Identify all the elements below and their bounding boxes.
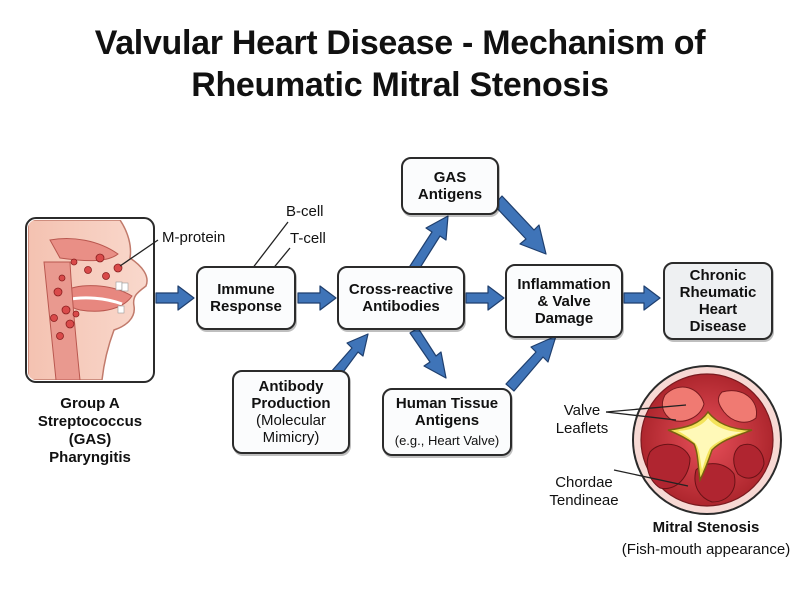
arrow-pharynx-to-immune bbox=[155, 285, 195, 311]
arrow-cross-to-inflammation bbox=[465, 285, 505, 311]
label-line: Tendineae bbox=[549, 492, 619, 509]
chordae-leader bbox=[613, 469, 689, 487]
gas-antigens-box: GAS Antigens bbox=[401, 157, 499, 215]
title-line-1: Valvular Heart Disease - Mechanism of bbox=[94, 24, 706, 62]
box-line: Chronic bbox=[689, 267, 747, 284]
mitral-stenosis-caption: Mitral Stenosis (Fish-mouth appearance) bbox=[608, 519, 800, 559]
box-line: Antigens bbox=[417, 186, 483, 203]
arrow-inflammation-to-chronic bbox=[623, 285, 661, 311]
box-line: Antigens bbox=[414, 412, 480, 429]
caption-line: Pharyngitis bbox=[49, 449, 131, 466]
page-title: Valvular Heart Disease - Mechanism of Rh… bbox=[0, 22, 800, 106]
arrow-human-to-inflammation bbox=[505, 335, 557, 392]
box-line: Antibodies bbox=[362, 298, 440, 315]
box-line: Disease bbox=[689, 318, 747, 335]
box-line: Human Tissue bbox=[395, 395, 499, 412]
box-line: Response bbox=[210, 298, 282, 315]
caption-line: (GAS) bbox=[68, 431, 112, 448]
box-line: & Valve bbox=[537, 292, 591, 310]
immune-response-box: Immune Response bbox=[196, 266, 296, 330]
cross-reactive-antibodies-box: Cross-reactive Antibodies bbox=[337, 266, 465, 330]
box-line: Damage bbox=[534, 309, 594, 327]
b-cell-label: B-cell bbox=[286, 203, 324, 220]
arrow-cross-to-gas bbox=[409, 215, 449, 272]
box-line: (Molecular bbox=[255, 412, 327, 429]
arrow-gas-to-inflammation bbox=[493, 195, 547, 255]
box-line: GAS bbox=[433, 169, 467, 186]
flow-arrows bbox=[155, 195, 661, 392]
caption-line: Group A bbox=[60, 395, 120, 412]
box-line: Antibody bbox=[258, 378, 324, 395]
title-line-2: Rheumatic Mitral Stenosis bbox=[191, 66, 609, 104]
antibody-production-box: Antibody Production (Molecular Mimicry) bbox=[232, 370, 350, 454]
box-line: Cross-reactive bbox=[348, 281, 454, 298]
t-cell-label: T-cell bbox=[290, 230, 326, 247]
arrow-immune-to-cross bbox=[297, 285, 337, 311]
human-tissue-antigens-box: Human Tissue Antigens (e.g., Heart Valve… bbox=[382, 388, 512, 456]
box-line: Mimicry) bbox=[262, 429, 320, 446]
pharynx-illustration bbox=[25, 217, 159, 383]
caption-line: Streptococcus bbox=[37, 413, 143, 430]
label-line: Chordae bbox=[555, 474, 613, 491]
arrow-cross-to-human bbox=[409, 327, 447, 379]
chordae-tendineae-label: Chordae Tendineae bbox=[534, 474, 634, 510]
label-line: Valve bbox=[563, 402, 601, 419]
box-line: (e.g., Heart Valve) bbox=[394, 433, 500, 448]
box-line: Heart bbox=[698, 301, 738, 318]
mitral-stenosis-title: Mitral Stenosis bbox=[652, 519, 760, 536]
box-line: Production bbox=[251, 395, 331, 412]
chronic-rheumatic-heart-disease-box: Chronic Rheumatic Heart Disease bbox=[663, 262, 773, 340]
box-line: Immune bbox=[217, 281, 275, 298]
m-protein-label: M-protein bbox=[162, 229, 226, 246]
valve-leaflets-label: Valve Leaflets bbox=[550, 402, 614, 438]
inflammation-valve-damage-box: Inflammation & Valve Damage bbox=[505, 264, 623, 338]
fish-mouth-subtitle: (Fish-mouth appearance) bbox=[621, 541, 791, 558]
leaflets-leader-1 bbox=[605, 411, 677, 421]
box-line: Inflammation bbox=[517, 275, 611, 293]
mitral-valve-illustration bbox=[632, 365, 782, 515]
leaflets-leader-2 bbox=[605, 404, 687, 413]
box-line: Rheumatic bbox=[679, 284, 757, 301]
pharyngitis-caption: Group A Streptococcus (GAS) Pharyngitis bbox=[20, 395, 160, 467]
label-line: Leaflets bbox=[555, 420, 609, 437]
